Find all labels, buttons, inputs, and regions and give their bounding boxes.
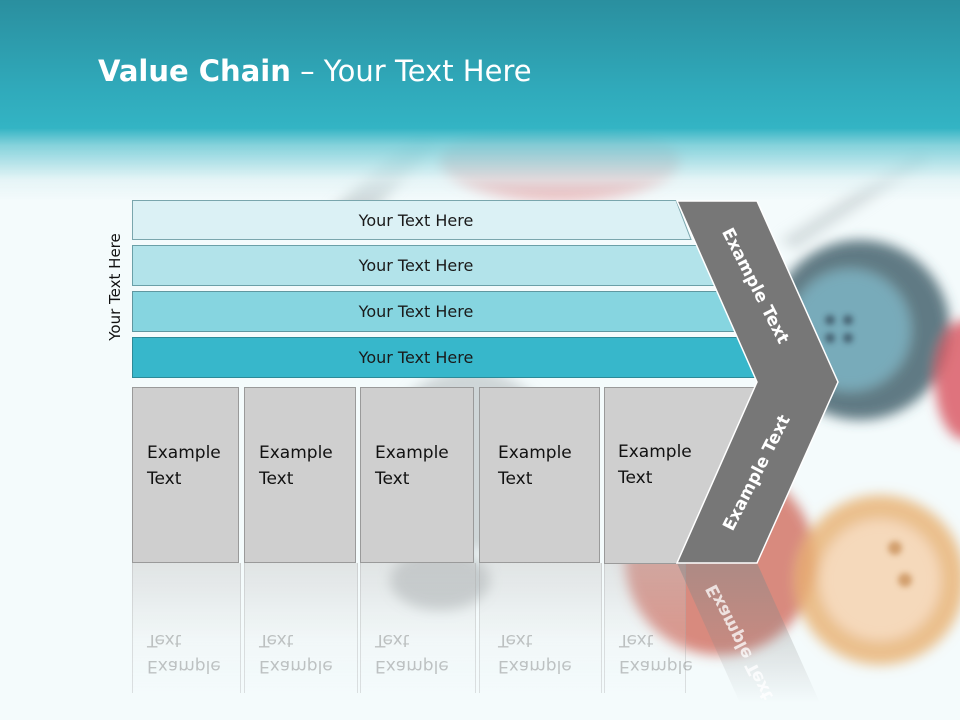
banner-3-label: Your Text Here: [358, 301, 474, 321]
banner-1[interactable]: Your Text Here: [132, 200, 692, 240]
example-box-4[interactable]: Example Text: [479, 387, 600, 563]
vertical-side-label: Your Text Here: [106, 233, 124, 341]
banner-2[interactable]: Your Text Here: [132, 245, 717, 286]
example-box-3-label: Example Text: [375, 440, 465, 492]
box-4-line1: Example: [498, 443, 572, 463]
header-band: [0, 0, 960, 200]
example-box-2[interactable]: Example Text: [244, 387, 356, 563]
banner-1-label: Your Text Here: [358, 210, 474, 230]
value-chain-chevron[interactable]: [676, 200, 842, 566]
example-box-3[interactable]: Example Text: [360, 387, 474, 563]
box-4-line2: Text: [498, 469, 533, 489]
box-5-line2: Text: [618, 468, 653, 488]
title-bold: Value Chain: [98, 54, 291, 88]
box-2-line2: Text: [259, 469, 294, 489]
box-2-line1: Example: [259, 443, 333, 463]
example-box-5-label: Example Text: [618, 439, 708, 491]
banner-4-label: Your Text Here: [358, 347, 474, 367]
box-5-line1: Example: [618, 442, 692, 462]
example-box-2-label: Example Text: [259, 440, 349, 492]
example-box-1[interactable]: Example Text: [132, 387, 239, 563]
box-3-line2: Text: [375, 469, 410, 489]
box-1-line2: Text: [147, 469, 182, 489]
title-rest: – Your Text Here: [290, 54, 532, 88]
banner-3[interactable]: Your Text Here: [132, 291, 741, 332]
example-box-1-label: Example Text: [147, 440, 237, 492]
banner-2-label: Your Text Here: [358, 255, 474, 275]
banner-4[interactable]: Your Text Here: [132, 337, 764, 378]
example-box-4-label: Example Text: [498, 440, 588, 492]
slide-title: Value Chain – Your Text Here: [98, 54, 532, 88]
box-3-line1: Example: [375, 443, 449, 463]
box-1-line1: Example: [147, 443, 221, 463]
